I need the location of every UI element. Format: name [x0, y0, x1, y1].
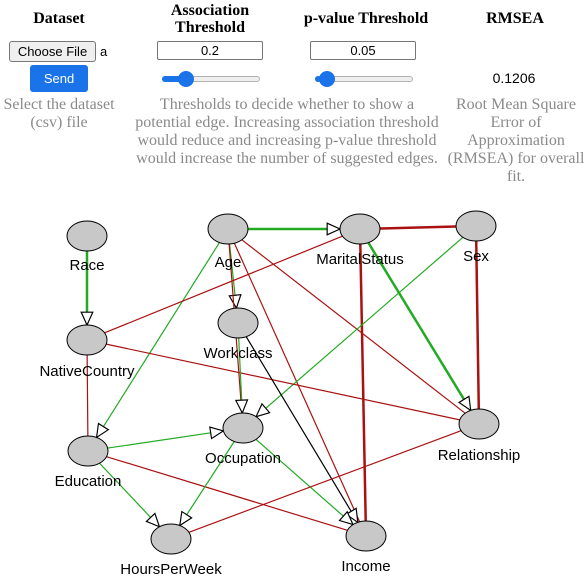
- rmsea-description: Root Mean Square Error of Approximation …: [447, 96, 585, 185]
- pvalue-slider-thumb[interactable]: [319, 71, 336, 87]
- node-race[interactable]: [66, 220, 108, 252]
- node-label-workclass: Workclass: [204, 345, 273, 362]
- thresholds-description: Thresholds to decide whether to show a p…: [135, 96, 439, 167]
- edge-age-education[interactable]: [97, 242, 220, 438]
- pvalue-threshold-input[interactable]: 0.05: [310, 41, 416, 60]
- edge-maritalstatus-income[interactable]: [359, 243, 367, 522]
- node-label-education: Education: [55, 473, 122, 490]
- node-label-age: Age: [215, 254, 242, 271]
- edge-education-occupation[interactable]: [107, 431, 224, 449]
- edge-education-income[interactable]: [106, 456, 348, 531]
- edge-age-income[interactable]: [233, 242, 361, 523]
- edge-sex-relationship[interactable]: [474, 240, 481, 410]
- edge-maritalstatus-nativecountry[interactable]: [104, 235, 343, 334]
- node-label-maritalstatus: MaritalStatus: [316, 251, 404, 268]
- dataset-description: Select the dataset (csv) file: [3, 96, 115, 131]
- edge-workclass-occupation[interactable]: [239, 337, 243, 413]
- node-occupation[interactable]: [222, 412, 264, 444]
- edge-age-workclass[interactable]: [230, 243, 237, 308]
- dataset-title: Dataset: [33, 10, 85, 27]
- chosen-file-name: a: [100, 44, 108, 59]
- pvalue-threshold-slider[interactable]: [315, 70, 413, 88]
- pvalue-column: p-value Threshold: [296, 0, 436, 27]
- rmsea-title: RMSEA: [486, 10, 544, 27]
- rmsea-value: 0.1206: [492, 70, 536, 86]
- node-relationship[interactable]: [458, 408, 500, 440]
- node-label-occupation: Occupation: [205, 450, 281, 467]
- node-sex[interactable]: [455, 210, 497, 242]
- node-label-income: Income: [341, 558, 390, 575]
- node-nativecountry[interactable]: [66, 324, 108, 356]
- nodes-layer: [66, 210, 500, 555]
- edge-age-relationship[interactable]: [241, 239, 466, 414]
- association-threshold-slider[interactable]: [162, 70, 260, 88]
- edge-occupation-hoursperweek[interactable]: [180, 441, 235, 525]
- edge-nativecountry-relationship[interactable]: [106, 343, 460, 421]
- edge-occupation-income[interactable]: [255, 438, 353, 524]
- node-income[interactable]: [345, 520, 387, 552]
- edge-workclass-income[interactable]: [245, 336, 358, 523]
- association-column: Association Threshold: [150, 0, 270, 36]
- association-title-line2: Threshold: [175, 19, 245, 36]
- node-workclass[interactable]: [217, 307, 259, 339]
- edge-sex-occupation[interactable]: [256, 236, 464, 416]
- node-hoursperweek[interactable]: [150, 523, 192, 555]
- edge-nativecountry-education[interactable]: [86, 354, 89, 437]
- node-label-sex: Sex: [463, 248, 489, 265]
- node-label-relationship: Relationship: [438, 447, 521, 464]
- node-education[interactable]: [67, 435, 109, 467]
- rmsea-column: RMSEA: [470, 0, 560, 27]
- send-button[interactable]: Send: [30, 65, 88, 92]
- node-age[interactable]: [207, 213, 249, 245]
- edges-layer: [86, 225, 481, 533]
- edge-relationship-hoursperweek[interactable]: [188, 430, 462, 533]
- association-slider-thumb[interactable]: [178, 71, 195, 87]
- node-label-hoursperweek: HoursPerWeek: [120, 561, 222, 578]
- association-title-line1: Association: [170, 2, 250, 19]
- node-label-race: Race: [69, 257, 104, 274]
- edge-maritalstatus-sex[interactable]: [379, 225, 457, 230]
- edge-education-hoursperweek[interactable]: [99, 462, 160, 527]
- node-label-nativecountry: NativeCountry: [39, 363, 135, 380]
- choose-file-button[interactable]: Choose File: [9, 41, 96, 62]
- node-maritalstatus[interactable]: [339, 213, 381, 245]
- dataset-column: Dataset: [0, 0, 118, 27]
- pvalue-title: p-value Threshold: [303, 10, 429, 27]
- edge-maritalstatus-relationship[interactable]: [367, 241, 472, 411]
- association-threshold-input[interactable]: 0.2: [157, 41, 263, 60]
